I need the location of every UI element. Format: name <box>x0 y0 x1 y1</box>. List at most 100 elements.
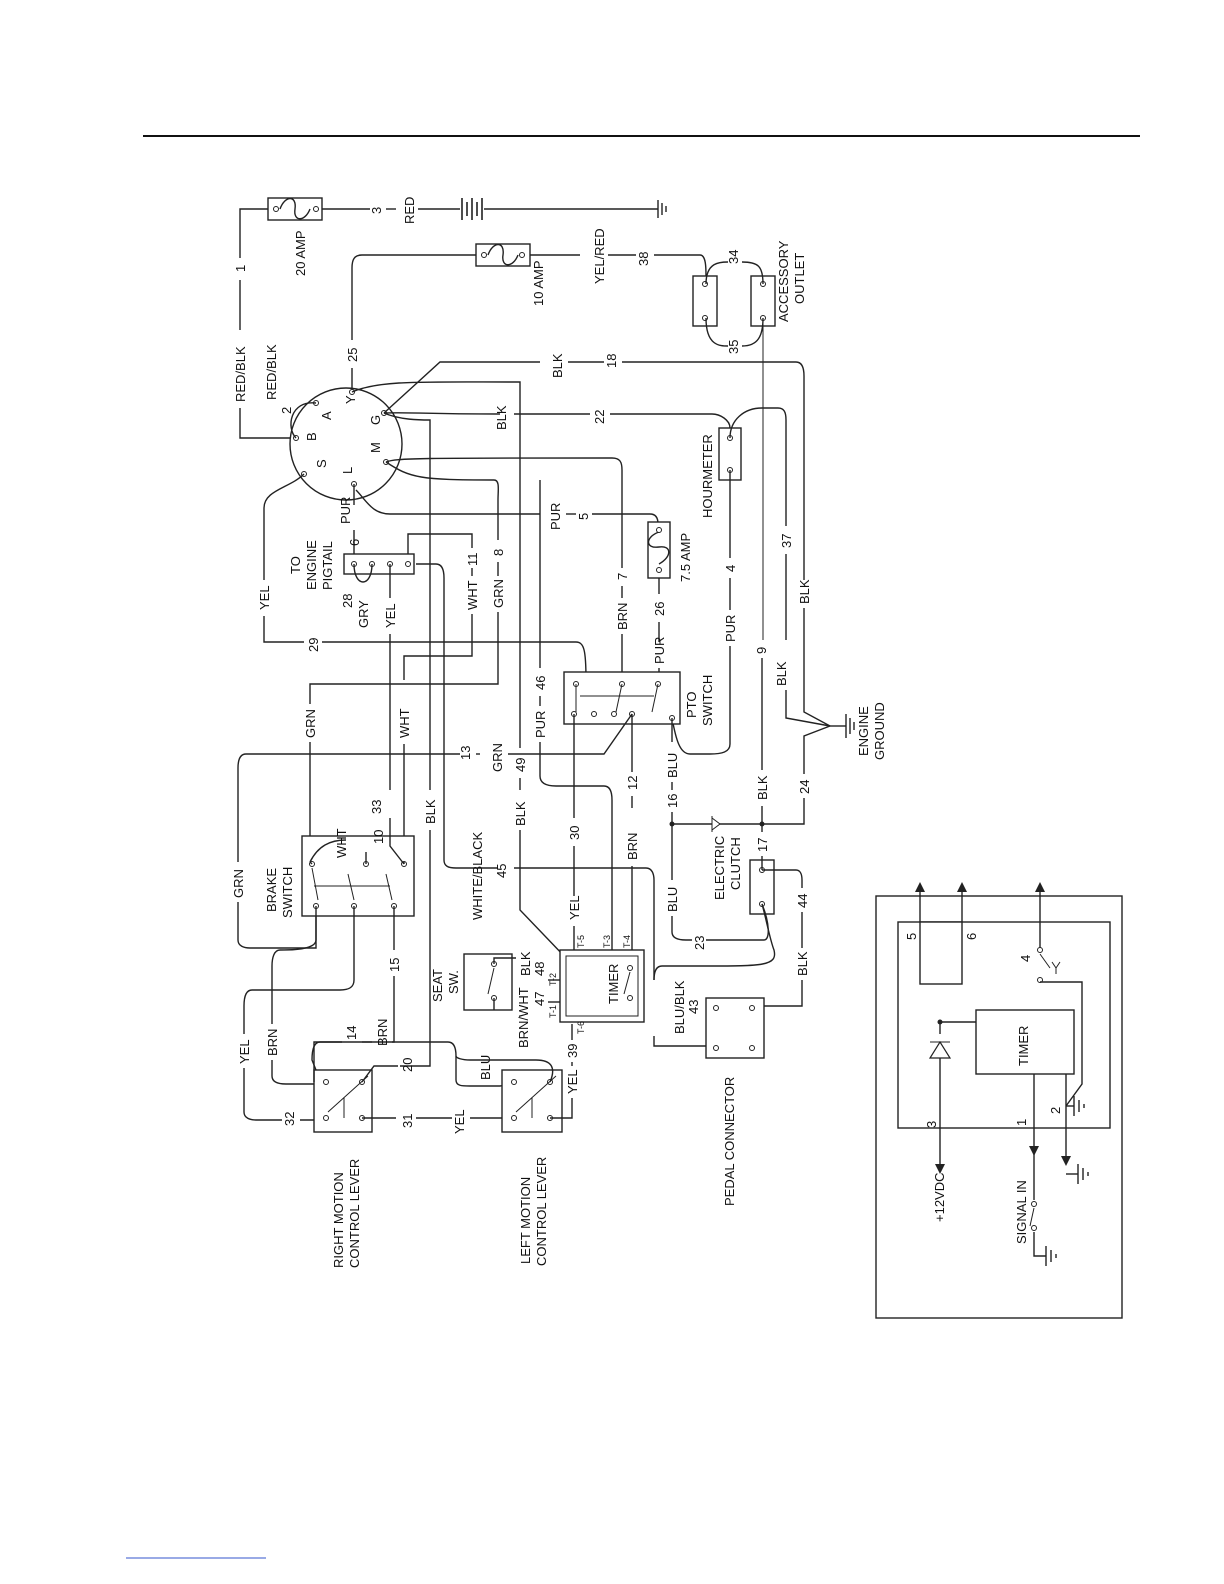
wire-7-color: BRN <box>615 603 630 630</box>
brake-switch-label-2: SWITCH <box>280 867 295 918</box>
brake-switch-label-1: BRAKE <box>264 868 279 912</box>
wire-28-color: GRY <box>356 600 371 628</box>
seat-switch-label-2: SW. <box>446 970 461 994</box>
pigtail-label-2: ENGINE <box>304 540 319 590</box>
ignition-terminal-l: L <box>340 467 355 474</box>
wire-32-label: 32 <box>282 1112 297 1126</box>
wire-4-color: PUR <box>723 615 738 642</box>
fuse-20-label: 20 AMP <box>293 230 308 276</box>
wire-46-color: PUR <box>533 711 548 738</box>
wire-18-label: 18 <box>604 354 619 368</box>
wire-22-label: 22 <box>592 410 607 424</box>
wire-30-color: YEL <box>567 895 582 920</box>
wire-blu-lever: BLU <box>478 1055 493 1080</box>
wire-13-color: GRN <box>490 743 505 772</box>
wire-12-label: 12 <box>625 776 640 790</box>
wire-2-color: RED/BLK <box>264 344 279 400</box>
wire-45-color: WHITE/BLACK <box>470 832 485 920</box>
wire-24-label: 24 <box>797 780 812 794</box>
wire-38-color: YEL/RED <box>592 228 607 284</box>
engine-ground-label-2: GROUND <box>872 702 887 760</box>
wire-14-label: 14 <box>344 1026 359 1040</box>
timer-terminal-t3: T-3 <box>602 935 612 948</box>
wire-34-label: 34 <box>726 250 741 264</box>
timer-terminal-t4: T-4 <box>622 935 632 948</box>
pto-switch-label-1: PTO <box>684 692 699 719</box>
electric-clutch-label-1: ELECTRIC <box>712 836 727 900</box>
wire-39-label: 39 <box>565 1044 580 1058</box>
engine-ground-icon <box>830 714 855 738</box>
timer-terminal-t6: T-6 <box>576 1021 586 1034</box>
ignition-terminal-y: Y <box>343 395 358 404</box>
inset-timer-label: TIMER <box>1016 1026 1031 1066</box>
battery-icon <box>461 198 483 220</box>
wire-33-label: 33 <box>369 800 384 814</box>
left-lever-label-1: LEFT MOTION <box>518 1177 533 1264</box>
wire-grn-upper: GRN <box>303 709 318 738</box>
wire-18-blk: BLK <box>797 579 812 604</box>
wire-25-label: 25 <box>345 348 360 362</box>
wire-43-color: BLU/BLK <box>672 980 687 1034</box>
wire-4-label: 4 <box>723 565 738 572</box>
wire-43-label: 43 <box>686 1000 701 1014</box>
wire-3-color: RED <box>402 197 417 224</box>
inset-pin-1: 1 <box>1014 1119 1029 1126</box>
seat-switch-label-1: SEAT <box>430 969 445 1002</box>
ignition-terminal-s: S <box>314 459 329 468</box>
wire-11-color: WHT <box>465 580 480 610</box>
wire-9-label: 9 <box>754 647 769 654</box>
inset-pin-2: 2 <box>1048 1107 1063 1114</box>
inset-signal-in-label: SIGNAL IN <box>1014 1180 1029 1244</box>
wire-13-grn: GRN <box>231 869 246 898</box>
engine-pigtail-connector <box>343 553 415 575</box>
wire-5-color: PUR <box>548 503 563 530</box>
ignition-switch <box>289 387 403 501</box>
wire-7-label: 7 <box>615 573 630 580</box>
wire-31-label: 31 <box>400 1114 415 1128</box>
wire-46-label: 46 <box>533 676 548 690</box>
wire-11-label: 11 <box>465 553 480 567</box>
seat-switch <box>463 953 513 1011</box>
wire-8-label: 8 <box>491 549 506 556</box>
wire-6-label: 6 <box>347 539 362 546</box>
timer-inset <box>875 882 1123 1319</box>
wire-26-label: 26 <box>652 602 667 616</box>
brake-switch <box>301 835 415 917</box>
wire-right-brn: BRN <box>265 1029 280 1056</box>
wire-clutch-blu: BLU <box>665 887 680 912</box>
wire-35-label: 35 <box>726 340 741 354</box>
wire-14-color: BRN <box>375 1019 390 1046</box>
timer-terminal-t5: T-5 <box>576 935 586 948</box>
accessory-connector <box>692 275 718 327</box>
wire-16-color: BLU <box>665 753 680 778</box>
left-lever-label-2: CONTROL LEVER <box>534 1157 549 1266</box>
inset-pin-3: 3 <box>924 1121 939 1128</box>
pigtail-label-1: TO <box>288 556 303 574</box>
wire-29-color: YEL <box>257 585 272 610</box>
timer-module <box>559 949 645 1023</box>
wire-13-label: 13 <box>458 746 473 760</box>
wire-49-color: BLK <box>513 801 528 826</box>
wire-10-label: 10 <box>371 830 386 844</box>
timer-terminal-t1: T-1 <box>548 1005 558 1018</box>
wire-49-label: 49 <box>513 758 528 772</box>
inset-pin-4: 4 <box>1018 955 1033 962</box>
hourmeter-label: HOURMETER <box>700 434 715 518</box>
wire-17-label: 17 <box>755 838 770 852</box>
wire-44-color: BLK <box>795 951 810 976</box>
wire-2-label: 2 <box>279 407 294 414</box>
wire-brake-wht: WHT <box>334 828 349 858</box>
wire-1-label: 1 <box>233 265 248 272</box>
wire-28-label: 28 <box>340 594 355 608</box>
wire-37-color: BLK <box>774 661 789 686</box>
wire-5-label: 5 <box>576 513 591 520</box>
pedal-connector-label: PEDAL CONNECTOR <box>722 1077 737 1206</box>
right-motion-lever-switch <box>313 1069 373 1133</box>
wire-1-color: RED/BLK <box>233 346 248 402</box>
inset-12vdc-label: +12VDC <box>932 1173 947 1223</box>
pedal-connector <box>705 997 765 1059</box>
wire-47-label: 47 <box>532 992 547 1006</box>
wire-18-color: BLK <box>550 353 565 378</box>
wire-37-label: 37 <box>779 534 794 548</box>
wire-l-color: PUR <box>338 497 353 524</box>
